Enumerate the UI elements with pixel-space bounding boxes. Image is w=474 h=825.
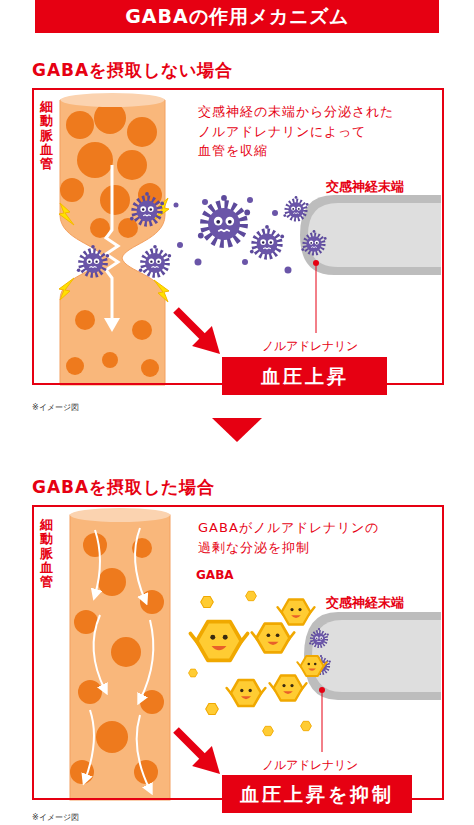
- image-note: ※イメージ図: [32, 812, 79, 823]
- vessel-label: 細動脈血管: [40, 100, 53, 171]
- nerve-label: 交感神経末端: [326, 594, 404, 612]
- title-text: GABAの作用メカニズム: [125, 4, 349, 30]
- result-text: 血圧上昇を抑制: [238, 781, 396, 807]
- description: GABAがノルアドレナリンの 過剰な分泌を抑制: [198, 518, 433, 557]
- section-heading: GABAを摂取しない場合: [30, 58, 444, 82]
- result-text: 血圧上昇: [238, 363, 371, 389]
- section-heading: GABAを摂取した場合: [30, 475, 444, 499]
- result-box: 血圧上昇を抑制: [222, 775, 412, 813]
- title-band: GABAの作用メカニズム: [35, 0, 439, 33]
- image-note: ※イメージ図: [32, 402, 79, 413]
- flow-arrow: [212, 418, 262, 442]
- nerve-label: 交感神経末端: [326, 178, 404, 196]
- noradrenaline-label: ノルアドレナリン: [262, 338, 358, 355]
- result-box: 血圧上昇: [222, 357, 387, 395]
- gaba-label: GABA: [196, 568, 234, 582]
- noradrenaline-label: ノルアドレナリン: [262, 757, 358, 774]
- description: 交感神経の末端から分泌された ノルアドレナリンによって 血管を収縮: [198, 102, 433, 161]
- vessel-label: 細動脈血管: [40, 518, 53, 589]
